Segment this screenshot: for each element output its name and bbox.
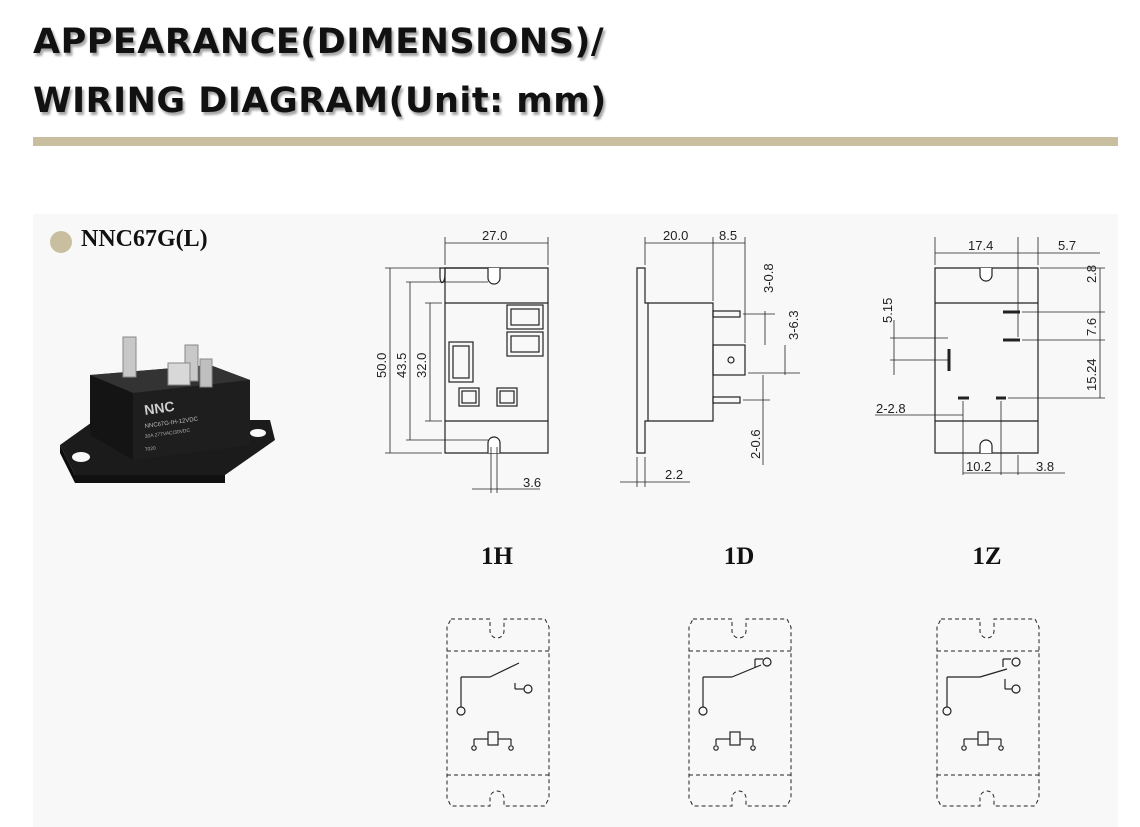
dim-side-terminal-length: 8.5 <box>719 228 737 243</box>
side-view-drawing: 20.0 8.5 3-0.8 3-6.3 2-0.6 2.2 <box>620 228 801 487</box>
dim-bottom-width-b: 5.7 <box>1058 238 1076 253</box>
photo-brand: NNC <box>143 398 175 418</box>
wiring-diagram-1h <box>446 618 550 807</box>
dim-bottom-pin-spec: 2-2.8 <box>876 401 906 416</box>
dim-bottom-pitch-2: 15.24 <box>1084 358 1099 391</box>
photo-marking-3: 7020 <box>144 445 156 453</box>
wiring-label-1z: 1Z <box>972 543 1002 570</box>
dim-side-terminal-1: 3-0.8 <box>761 263 776 293</box>
model-name: NNC67G(L) <box>81 226 208 252</box>
dim-side-terminal-3: 2-0.6 <box>748 429 763 459</box>
bullet-icon <box>50 231 72 253</box>
dim-front-slot: 3.6 <box>523 475 541 490</box>
dim-front-height-total: 50.0 <box>374 353 389 378</box>
dim-side-terminal-2: 3-6.3 <box>786 310 801 340</box>
dim-front-height-holes: 43.5 <box>394 353 409 378</box>
front-view-drawing: 27.0 50.0 43.5 32.0 3.6 <box>374 228 549 493</box>
dim-bottom-left-offset: 5.15 <box>880 298 895 323</box>
dim-side-depth: 20.0 <box>663 228 688 243</box>
title-divider <box>33 137 1118 146</box>
wiring-diagram-1d <box>688 618 792 807</box>
page-title-line-1: APPEARANCE(DIMENSIONS)/ <box>33 22 605 62</box>
dim-bottom-a: 10.2 <box>966 459 991 474</box>
wiring-label-1h: 1H <box>481 543 513 570</box>
dim-bottom-b: 3.8 <box>1036 459 1054 474</box>
dim-front-height-body: 32.0 <box>414 353 429 378</box>
dim-front-width: 27.0 <box>482 228 507 243</box>
bottom-view-drawing: 17.4 5.7 2.8 7.6 15.24 5.15 2-2.8 10.2 3… <box>875 237 1105 475</box>
dim-bottom-pitch-1: 7.6 <box>1084 318 1099 336</box>
dim-bottom-offset-top: 2.8 <box>1084 265 1099 283</box>
page-title-line-2: WIRING DIAGRAM(Unit: mm) <box>33 81 607 121</box>
wiring-label-1d: 1D <box>723 543 755 570</box>
relay-photo: NNC NNC67G-IH-12VDC 30A 277VAC/30VDC 702… <box>60 336 275 483</box>
wiring-diagram-1z <box>936 618 1040 807</box>
dim-side-flange: 2.2 <box>665 467 683 482</box>
dim-bottom-width-a: 17.4 <box>968 238 993 253</box>
